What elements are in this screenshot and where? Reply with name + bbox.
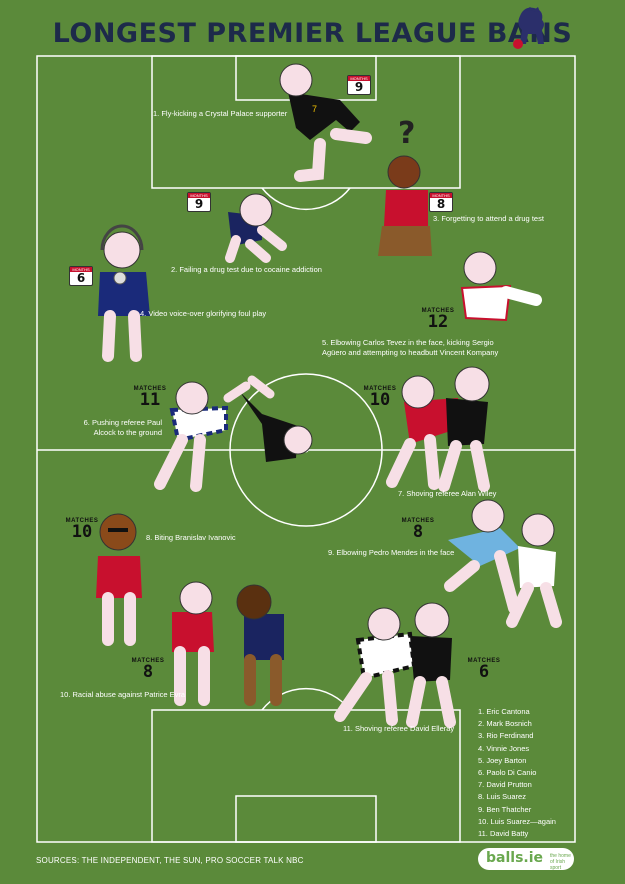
figure-8-biting <box>96 513 142 646</box>
brand-tagline: the home of Irish sport <box>550 853 571 871</box>
legend-item: 8. Luis Suarez <box>478 792 526 802</box>
caption-4: 4. Video voice-over glorifying foul play <box>140 309 267 318</box>
figure-1-fly-kick: 7 <box>279 63 372 182</box>
caption-11: 11. Shoving referee David Elleray <box>343 724 455 733</box>
figure-5-elbow <box>460 251 542 322</box>
legend-item: 10. Luis Suarez—again <box>478 816 556 826</box>
caption-8: 8. Biting Branislav Ivanovic <box>146 533 236 542</box>
players-legend: 1. Eric Cantona 2. Mark Bosnich 3. Rio F… <box>478 706 556 840</box>
figure-11-shoving <box>334 602 456 728</box>
figure-7-shoving <box>386 366 490 492</box>
caption-2: 2. Failing a drug test due to cocaine ad… <box>171 265 322 274</box>
figure-4-headphones <box>98 224 150 362</box>
figure-2-crouch <box>225 193 287 263</box>
caption-7: 7. Shoving referee Alan Wiley <box>398 489 497 498</box>
legend-item: 7. David Prutton <box>478 780 532 790</box>
caption-5-line-1: 5. Elbowing Carlos Tevez in the face, ki… <box>322 338 494 347</box>
legend-item: 3. Rio Ferdinand <box>478 731 534 741</box>
caption-3: 3. Forgetting to attend a drug test <box>433 214 544 223</box>
caption-6-line-2: Alcock to the ground <box>93 428 162 437</box>
brand-name: balls.ie <box>486 850 544 866</box>
figure-9-elbow-blue <box>444 499 562 628</box>
bottom-goal-area <box>235 795 377 843</box>
shirt-number-7: 7 <box>312 104 317 114</box>
legend-item: 5. Joey Barton <box>478 755 527 765</box>
figure-10-pair <box>172 581 284 706</box>
caption-5-line-2: Agüero and attempting to headbutt Vincen… <box>322 348 499 357</box>
top-penalty-arc <box>261 187 351 211</box>
caption-1: 1. Fly-kicking a Crystal Palace supporte… <box>153 109 288 118</box>
figure-6-pushing <box>154 375 313 492</box>
balls-ie-logo: balls.ie the home of Irish sport <box>478 848 574 871</box>
figure-3-seated <box>378 155 432 256</box>
legend-item: 11. David Batty <box>478 829 529 839</box>
premier-league-lion-logo <box>513 7 544 49</box>
legend-item: 6. Paolo Di Canio <box>478 768 537 778</box>
legend-item: 9. Ben Thatcher <box>478 804 532 814</box>
legend-item: 2. Mark Bosnich <box>478 719 532 729</box>
legend-item: 4. Vinnie Jones <box>478 743 530 753</box>
page-title: LONGEST PREMIER LEAGUE BANS <box>52 18 573 49</box>
caption-6-line-1: 6. Pushing referee Paul <box>83 418 162 427</box>
caption-10: 10. Racial abuse against Patrice Evra <box>60 690 186 699</box>
question-mark: ? <box>398 116 416 151</box>
caption-9: 9. Elbowing Pedro Mendes in the face <box>328 548 455 557</box>
sources-footer: SOURCES: THE INDEPENDENT, THE SUN, PRO S… <box>36 856 304 865</box>
centre-circle <box>229 373 383 527</box>
legend-item: 1. Eric Cantona <box>478 707 530 716</box>
